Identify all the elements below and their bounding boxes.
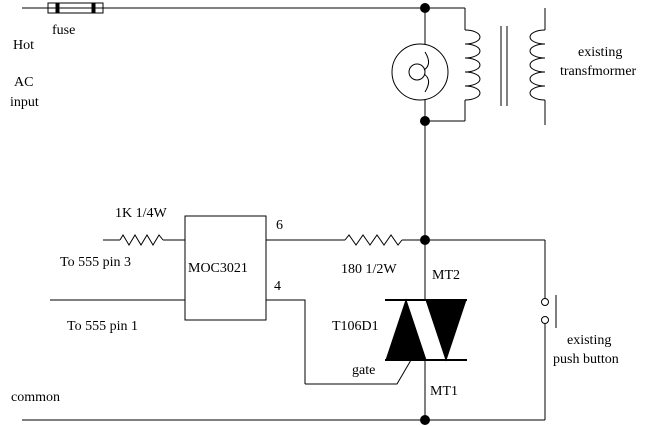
common-label: common [11,390,60,405]
hot-label: Hot [13,38,34,53]
pin4-label: 4 [274,279,281,294]
resistor-1k-symbol [119,234,164,246]
triac-label: T106D1 [332,319,379,334]
resistor-180-label: 180 1/2W [341,262,397,277]
transformer-label-line1: existing [578,45,622,60]
ac-label: AC [14,75,33,90]
junction-node [420,3,430,13]
triac-symbol [305,240,467,420]
lamp-symbol [391,43,449,101]
mt2-label: MT2 [432,268,460,283]
fuse-label: fuse [52,23,75,38]
transformer-label-line2: transfmormer [560,64,637,79]
opto-ic-box [184,215,267,321]
junction-node [420,116,430,126]
to555-pin1-label: To 555 pin 1 [67,319,138,334]
push-button-label-line1: existing [567,333,611,348]
pin4-gate-wire [266,299,306,384]
input-label: input [10,95,39,110]
pin6-label: 6 [276,218,283,233]
fuse-symbol [47,2,104,14]
push-button-loop [425,239,546,420]
resistor-180-symbol [344,234,403,246]
push-button-symbol [541,295,557,328]
resistor-1k-label: 1K 1/4W [115,206,168,221]
mt1-label: MT1 [430,384,458,399]
transformer-symbol [464,8,546,125]
to555-pin3-label: To 555 pin 3 [60,255,131,270]
junction-node [420,415,430,425]
gate-label: gate [352,363,375,378]
opto-ic-label: MOC3021 [188,261,248,276]
top-wiring [424,7,466,240]
push-button-label-line2: push button [553,352,619,367]
